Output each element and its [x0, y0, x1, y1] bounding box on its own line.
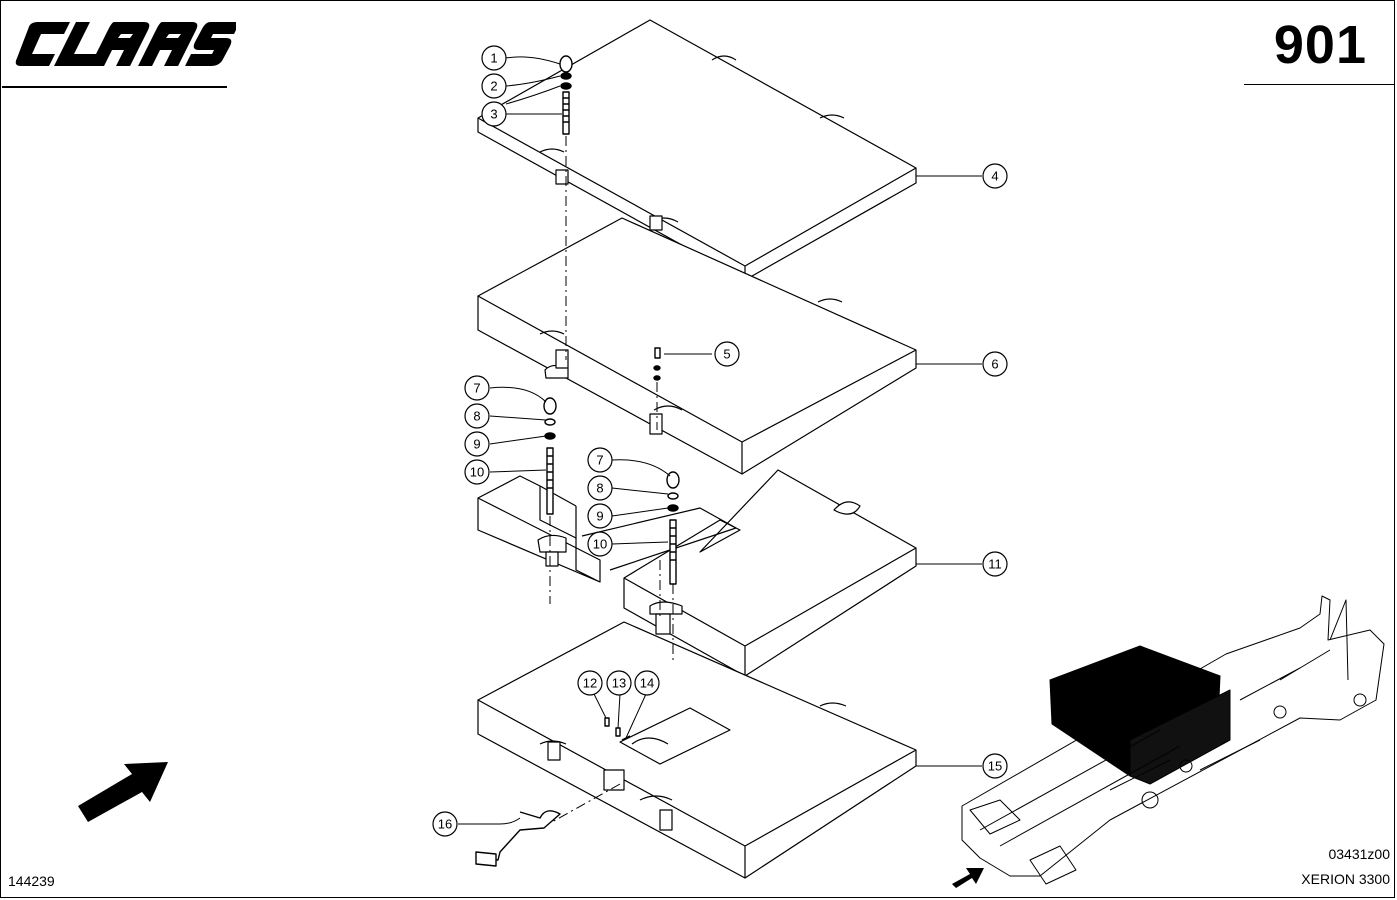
callout-12: 12	[583, 676, 597, 691]
chassis-inset	[961, 595, 1385, 885]
model-name: XERION 3300	[1301, 871, 1390, 887]
callout-1: 1	[490, 51, 497, 66]
callout-9-right: 9	[596, 509, 603, 524]
page-number: 901	[1273, 15, 1367, 75]
document-number: 144239	[8, 873, 55, 889]
weight-plate-6	[477, 217, 917, 475]
callout-7-left: 7	[473, 381, 480, 396]
inset-arrow	[952, 868, 984, 888]
callout-9-left: 9	[473, 437, 480, 452]
callout-7-right: 7	[596, 453, 603, 468]
callout-10-left: 10	[470, 465, 484, 480]
callout-4: 4	[991, 169, 998, 184]
hardware	[475, 55, 680, 867]
callout-10-right: 10	[593, 537, 607, 552]
callout-13: 13	[612, 676, 626, 691]
callout-2: 2	[490, 79, 497, 94]
callout-3: 3	[490, 107, 497, 122]
callout-15: 15	[988, 759, 1002, 774]
callout-circles	[432, 45, 1008, 837]
callout-6: 6	[991, 357, 998, 372]
base-weight-15	[477, 621, 917, 879]
header-rule-left	[2, 86, 227, 88]
leader-lines	[458, 56, 982, 825]
weight-plate-4	[477, 19, 917, 281]
drawing-id: 03431z00	[1328, 846, 1390, 862]
callout-8-right: 8	[596, 481, 603, 496]
callout-5: 5	[723, 347, 730, 362]
direction-arrow	[78, 762, 168, 822]
weight-plate-11	[477, 469, 917, 677]
callout-11: 11	[988, 557, 1002, 572]
callout-8-left: 8	[473, 409, 480, 424]
callout-16: 16	[438, 817, 452, 832]
header-rule-right	[1244, 84, 1394, 85]
callout-14: 14	[640, 676, 654, 691]
claas-logo	[15, 22, 236, 66]
assembly-axis-lines	[549, 136, 674, 823]
